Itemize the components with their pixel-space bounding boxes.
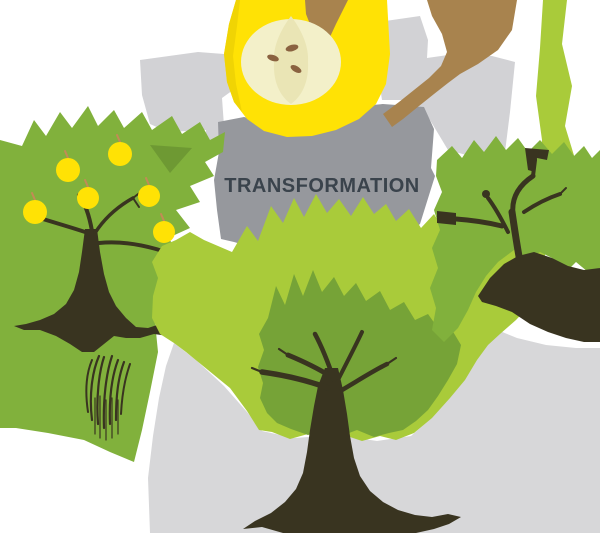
left-tree-shadow-leaf (150, 145, 192, 173)
apple-half (224, 0, 390, 137)
ground-blob (148, 329, 600, 533)
branch-arrow-tip (437, 211, 456, 225)
branch-flag-tip (525, 148, 549, 172)
tree-fruits (23, 142, 175, 243)
tree-fruit-stems (31, 134, 165, 222)
right-tree-trunk (478, 252, 600, 342)
central-tree-canopy-inner (258, 270, 461, 437)
banner-title: TRANSFORMATION (224, 175, 420, 197)
right-tree (430, 136, 600, 342)
apple-stem (305, 0, 348, 52)
left-tree-trunk (14, 229, 196, 352)
central-tree-trunk (243, 368, 461, 533)
branch-bud-tip (482, 190, 490, 198)
apple-core (273, 16, 309, 104)
left-tree-canopy (0, 106, 225, 462)
apple-seeds (267, 44, 302, 73)
right-tree-branches (453, 158, 567, 266)
left-apple-tree (0, 106, 225, 462)
cloud-right (376, 16, 515, 156)
right-tree-branch-tips (437, 148, 549, 225)
central-tree-branches (250, 330, 398, 393)
apple-shade-edge (224, 0, 242, 112)
grass-tuft (85, 354, 131, 441)
tan-branch (383, 0, 517, 127)
